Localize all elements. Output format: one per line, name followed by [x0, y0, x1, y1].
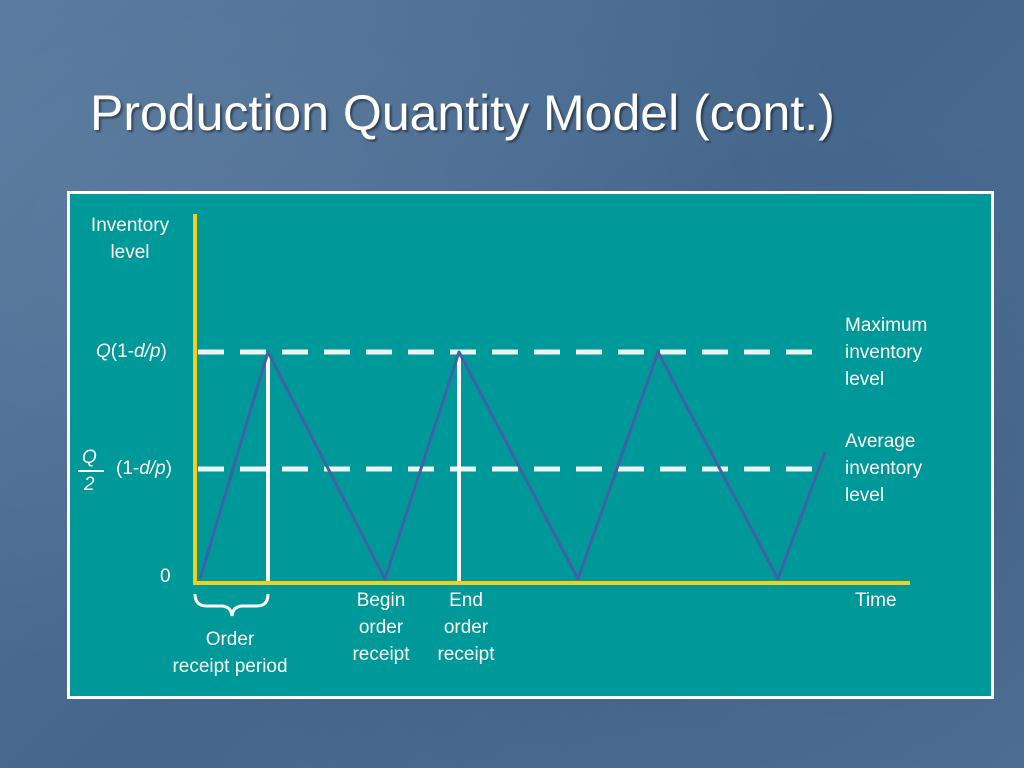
formula-open: (1-: [110, 341, 135, 362]
end-receipt-caption: End order receipt: [421, 587, 511, 668]
fraction-bar: [78, 470, 104, 472]
max-caption-line-3: level: [845, 369, 885, 390]
avg-level-formula: (1-d/p): [116, 458, 172, 480]
formula-close: ): [165, 458, 172, 479]
diagram-panel: [67, 191, 994, 699]
max-inventory-caption: Maximum inventory level: [845, 312, 927, 393]
formula-ratio: d/p: [139, 458, 166, 479]
receipt-period-caption: Order receipt period: [155, 626, 305, 680]
origin-zero-label: 0: [160, 566, 171, 587]
y-axis-label: Inventory level: [78, 212, 182, 266]
period-caption-line-1: Order: [205, 629, 255, 650]
max-caption-line-1: Maximum: [845, 315, 928, 336]
begin-caption-line-1: Begin: [356, 590, 406, 611]
avg-caption-line-1: Average: [845, 431, 916, 452]
max-caption-line-2: inventory: [845, 342, 923, 363]
end-caption-line-2: order: [443, 617, 489, 638]
formula-close: ): [160, 341, 167, 362]
formula-ratio: d/p: [134, 341, 161, 362]
end-caption-line-3: receipt: [437, 644, 495, 665]
begin-receipt-caption: Begin order receipt: [336, 587, 426, 668]
fraction-denominator: 2: [84, 474, 95, 495]
period-caption-line-2: receipt period: [172, 656, 288, 677]
slide-title: Production Quantity Model (cont.): [90, 85, 835, 141]
receipt-period-brace: [193, 593, 270, 617]
formula-q: Q: [96, 341, 111, 362]
avg-caption-line-3: level: [845, 485, 885, 506]
y-axis-label-line-1: Inventory: [90, 215, 170, 236]
avg-inventory-caption: Average inventory level: [845, 428, 922, 509]
y-axis-label-line-2: level: [110, 242, 150, 263]
fraction-numerator: Q: [82, 447, 97, 468]
max-level-formula: Q(1-d/p): [96, 341, 167, 363]
formula-open: (1-: [116, 458, 140, 479]
begin-caption-line-2: order: [358, 617, 404, 638]
x-axis-label: Time: [855, 590, 897, 611]
inventory-sawtooth-line: [198, 350, 827, 581]
begin-caption-line-3: receipt: [352, 644, 410, 665]
end-caption-line-1: End: [449, 590, 483, 611]
avg-caption-line-2: inventory: [845, 458, 923, 479]
